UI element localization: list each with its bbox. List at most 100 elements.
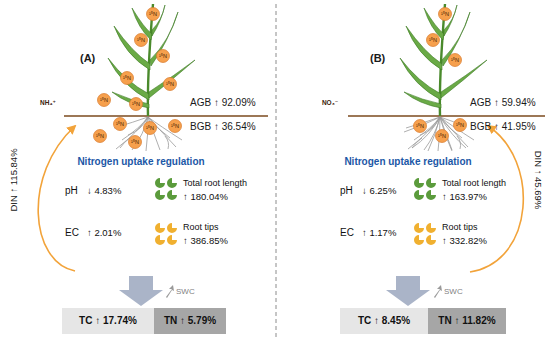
- isotope-dot: [98, 94, 111, 107]
- change-value: ↑ 1.17%: [362, 228, 396, 239]
- pie-icon: [167, 178, 177, 188]
- root: [116, 117, 148, 149]
- bag-tie: [325, 86, 335, 91]
- oval-fill: [15, 136, 267, 272]
- pie-icon: [155, 178, 165, 188]
- isotope-tag: ¹⁵N: [137, 37, 145, 43]
- pie-icon: [414, 190, 424, 200]
- isotope-tag: ¹⁵N: [116, 121, 124, 127]
- pie-icon: [414, 223, 424, 233]
- pie-icon: [414, 235, 424, 245]
- biomass-change: BGB ↑ 36.54%: [190, 121, 256, 133]
- isotope-dot: [130, 98, 143, 111]
- isotope-dot: [135, 34, 148, 47]
- factor-name: Root tips: [442, 222, 478, 232]
- change-value: ↑ 332.82%: [442, 236, 487, 247]
- isotope-tag: ¹⁵N: [159, 53, 167, 59]
- change-value: ↑ 386.85%: [183, 236, 228, 247]
- isotope-dot: [114, 118, 127, 131]
- fertilizer-bag: NO₃⁻: [316, 84, 344, 114]
- fertilizer-label: NO₃⁻: [316, 99, 344, 106]
- factor-name: Total root length: [442, 178, 506, 188]
- oval-heading: Nitrogen uptake regulation: [15, 156, 267, 168]
- swc-label: SWC: [444, 287, 463, 296]
- isotope-tag: ¹⁵N: [100, 97, 108, 103]
- pie-icon: [426, 235, 436, 245]
- leaves: [108, 5, 195, 108]
- factor-name: EC: [340, 227, 354, 239]
- isotope-dot: [436, 130, 449, 143]
- panel-letter: (A): [80, 52, 95, 65]
- oval-heading: Nitrogen uptake regulation: [290, 156, 526, 168]
- isotope-tag: ¹⁵N: [441, 11, 449, 17]
- din-arrow: [38, 126, 75, 271]
- roots: [404, 117, 466, 151]
- factor-name: Total root length: [183, 178, 247, 188]
- tn-box: TN ↑ 5.79%: [154, 308, 226, 334]
- swc-label: SWC: [176, 287, 195, 296]
- biomass-change: AGB ↑ 59.94%: [470, 97, 536, 109]
- pie-icon: [426, 178, 436, 188]
- swc-symbol: [434, 285, 442, 298]
- regulation-oval: Nitrogen uptake regulationpH↓ 4.83%EC↑ 2…: [15, 136, 267, 272]
- isotope-dot: [129, 136, 142, 149]
- biomass-change: AGB ↑ 92.09%: [190, 97, 256, 109]
- oval-fill: [290, 136, 526, 272]
- swc-symbol: [166, 285, 174, 298]
- fertilizer-bag: NH₄⁺: [34, 84, 62, 114]
- panel-divider: [276, 4, 277, 340]
- biomass-change: BGB ↑ 41.95%: [470, 121, 536, 133]
- isotope-tag: ¹⁵N: [456, 122, 464, 128]
- isotope-dot: [164, 78, 177, 91]
- isotope-tag: ¹⁵N: [132, 101, 140, 107]
- pie-icon: [167, 235, 177, 245]
- pie-icon: [426, 223, 436, 233]
- din-change: DIN ↑ 45.69%: [533, 151, 544, 210]
- isotope-tag: ¹⁵N: [146, 125, 154, 131]
- isotope-tag: ¹⁵N: [416, 123, 424, 129]
- root: [165, 136, 169, 149]
- tc-box: TC ↑ 17.74%: [62, 308, 154, 334]
- pie-icon: [167, 223, 177, 233]
- change-value: ↑ 163.97%: [442, 192, 487, 203]
- tc-box: TC ↑ 8.45%: [340, 308, 428, 334]
- isotope-tag: ¹⁵N: [149, 11, 157, 17]
- isotope-tag: ¹⁵N: [123, 75, 131, 81]
- factor-name: pH: [65, 185, 78, 197]
- change-value: ↑ 180.04%: [183, 192, 228, 203]
- bag-tie: [43, 86, 53, 91]
- isotope-tag: ¹⁵N: [166, 81, 174, 87]
- isotope-dot: [169, 120, 182, 133]
- isotope-tag: ¹⁵N: [131, 139, 139, 145]
- pie-icon: [167, 190, 177, 200]
- pie-icon: [155, 235, 165, 245]
- isotope-dot: [147, 8, 160, 21]
- isotope-dots: [94, 8, 467, 149]
- root: [404, 117, 440, 132]
- pie-icon: [155, 190, 165, 200]
- factor-name: pH: [340, 185, 353, 197]
- isotope-dot: [449, 54, 462, 67]
- panel-letter: (B): [370, 52, 385, 65]
- soil-change-value: TN ↑ 11.82%: [438, 315, 495, 327]
- soil-change-value: TC ↑ 17.74%: [79, 315, 137, 327]
- isotope-dot: [121, 72, 134, 85]
- factor-name: Root tips: [183, 222, 219, 232]
- change-value: ↑ 2.01%: [87, 228, 121, 239]
- isotope-tag: ¹⁵N: [96, 133, 104, 139]
- isotope-dot: [427, 34, 440, 47]
- result-arrow: [119, 276, 163, 306]
- fertilizer-label: NH₄⁺: [34, 99, 62, 106]
- regulation-oval: Nitrogen uptake regulationpH↓ 6.25%EC↑ 1…: [290, 136, 526, 272]
- isotope-dot: [144, 122, 157, 135]
- ground-line: [64, 115, 268, 117]
- soil-change-value: TC ↑ 8.45%: [358, 315, 410, 327]
- result-arrow: [386, 276, 430, 306]
- roots: [114, 117, 182, 151]
- ground-line: [348, 115, 545, 117]
- isotope-tag: ¹⁵N: [438, 133, 446, 139]
